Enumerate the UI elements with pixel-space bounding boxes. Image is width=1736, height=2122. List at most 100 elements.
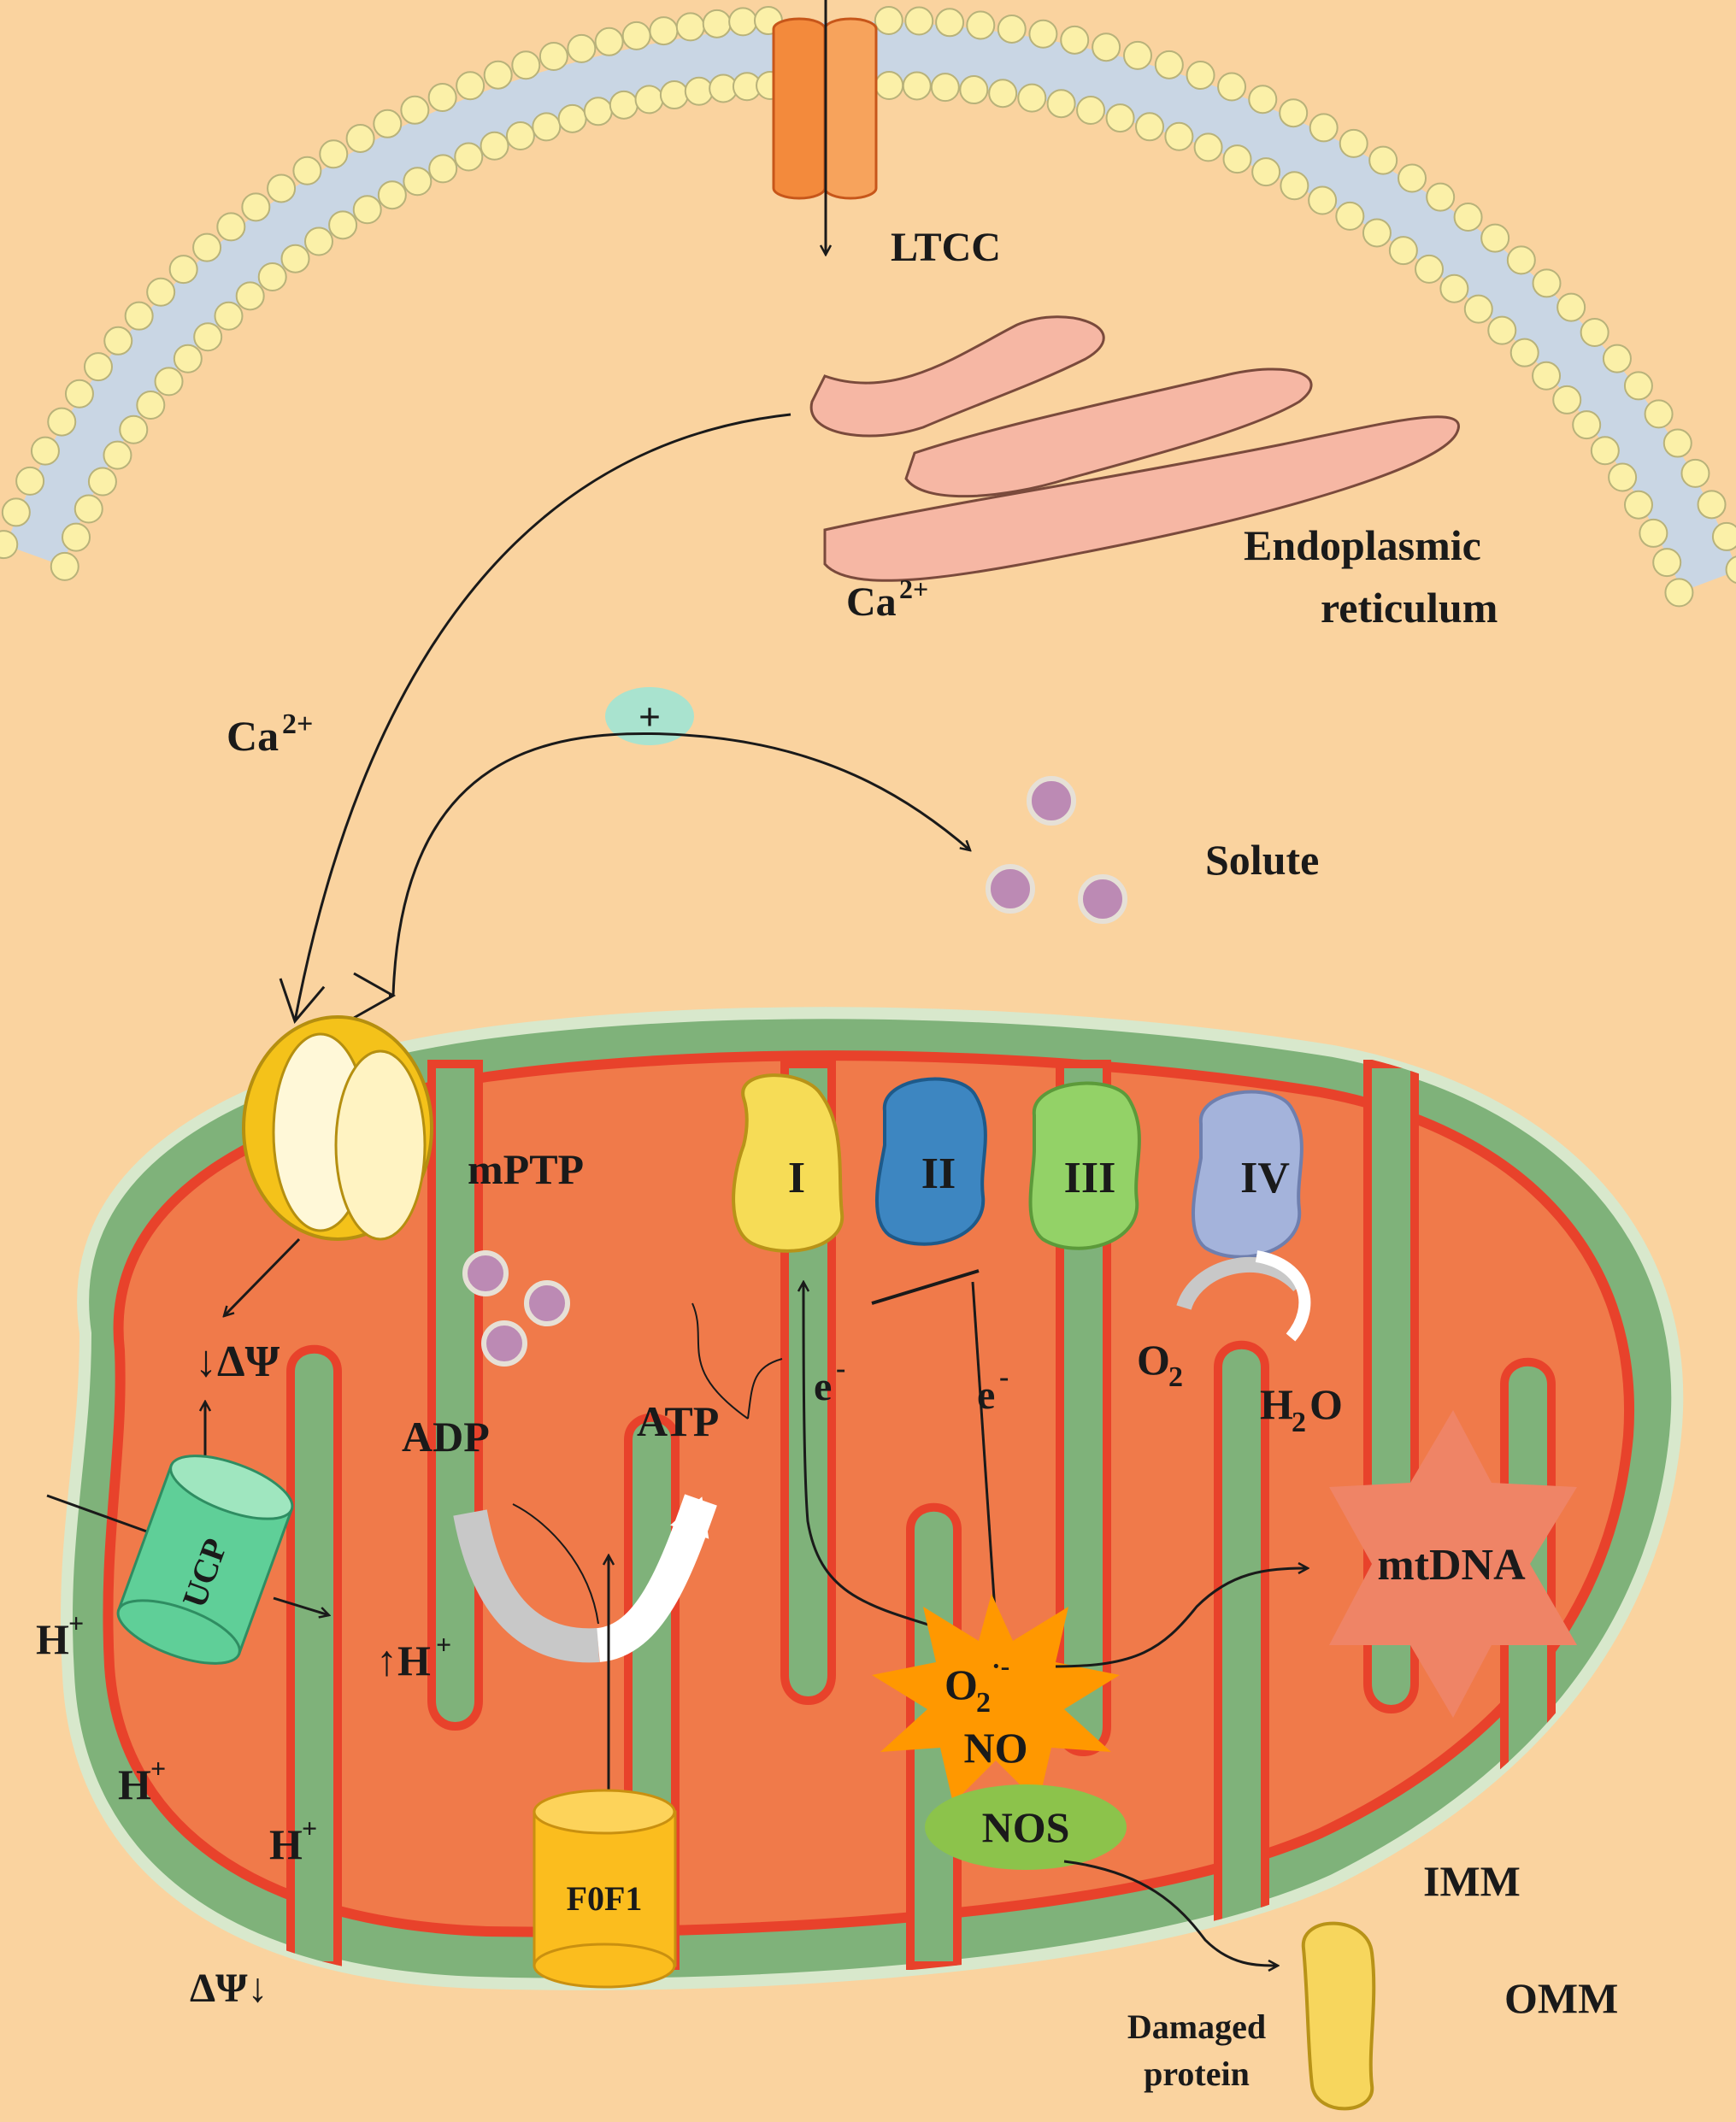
h-plus-1: H + [36, 1608, 84, 1663]
svg-text:Ca: Ca [846, 579, 897, 625]
adp-label: ADP [402, 1413, 490, 1461]
membrane-head [1415, 254, 1445, 284]
membrane-head [267, 173, 297, 203]
membrane-head [345, 123, 375, 153]
membrane-head [124, 301, 154, 331]
membrane-head [1335, 201, 1365, 231]
er-label-line1: Endoplasmic [1244, 521, 1481, 569]
ltcc-channel [772, 0, 878, 255]
membrane-head [1028, 19, 1058, 49]
membrane-head [30, 436, 60, 466]
membrane-head [1664, 578, 1694, 608]
membrane-head [456, 71, 485, 101]
complex-iii [1028, 1081, 1141, 1250]
membrane-head [997, 14, 1027, 44]
svg-text:·-: ·- [992, 1650, 1009, 1681]
membrane-head [377, 180, 407, 210]
membrane-head [1362, 218, 1392, 248]
ros-burst [872, 1594, 1120, 1803]
mptp-label: mPTP [468, 1145, 584, 1193]
atp-white-arrow [595, 1494, 717, 1662]
membrane-head [1368, 145, 1398, 175]
membrane-head [1339, 128, 1368, 158]
e-minus-2: e - [977, 1361, 1009, 1418]
complex-i-label: I [788, 1154, 805, 1202]
membrane-head [1060, 25, 1090, 55]
membrane-head [1193, 132, 1223, 162]
complex-iv [1192, 1090, 1303, 1259]
membrane-head [427, 82, 457, 112]
membrane-head [567, 33, 597, 63]
damaged-label-line2: protein [1144, 2054, 1250, 2093]
svg-text:2+: 2+ [899, 573, 928, 604]
membrane-head [1280, 171, 1309, 201]
membrane-head [557, 103, 587, 133]
svg-text:Ca: Ca [227, 712, 279, 760]
solute-particles [986, 776, 1127, 924]
membrane-head [675, 12, 705, 42]
membrane-head [1222, 144, 1252, 174]
svg-text:H: H [118, 1760, 151, 1808]
membrane-head [235, 281, 265, 311]
membrane-head [1308, 185, 1338, 215]
svg-text:e: e [814, 1364, 832, 1409]
membrane-head [64, 379, 94, 409]
membrane-head [74, 494, 103, 524]
membrane-head [1248, 85, 1278, 115]
o2-label: O 2 [1137, 1336, 1183, 1393]
svg-text:2: 2 [976, 1687, 991, 1719]
nos-to-protein-arrow [1063, 1860, 1278, 1966]
membrane-head [649, 16, 679, 46]
membrane-head [257, 262, 287, 291]
membrane-head [328, 210, 358, 240]
solute-label: Solute [1205, 836, 1319, 884]
h-plus-2: H + [118, 1753, 166, 1808]
membrane-head [1711, 521, 1736, 551]
svg-text:O: O [1309, 1380, 1343, 1428]
svg-text:+: + [68, 1608, 84, 1638]
membrane-head [1154, 50, 1184, 79]
membrane-head [1623, 490, 1653, 520]
complex-ii [875, 1077, 987, 1246]
svg-text:H: H [1260, 1380, 1293, 1428]
membrane-head [532, 112, 562, 142]
membrane-head [62, 522, 91, 552]
membrane-head [1725, 555, 1736, 585]
membrane-head [1608, 462, 1638, 492]
membrane-head [1309, 113, 1339, 143]
svg-text:↑H: ↑H [376, 1637, 431, 1684]
membrane-head [1680, 458, 1710, 488]
membrane-head [728, 7, 758, 37]
membrane-head [83, 352, 113, 382]
membrane-head [1105, 103, 1135, 133]
nos-label: NOS [982, 1803, 1070, 1851]
atp-to-complex-curve [747, 1358, 783, 1420]
h2o-label: H 2 O [1260, 1380, 1343, 1438]
svg-text:+: + [302, 1813, 317, 1843]
membrane-head [988, 79, 1018, 109]
complex-i [732, 1073, 844, 1253]
membrane-head [103, 326, 133, 356]
membrane-head [1532, 361, 1562, 391]
plus-label: + [638, 695, 661, 738]
membrane-head [1398, 163, 1427, 193]
matrix-solutes [462, 1250, 570, 1367]
membrane-head [966, 10, 996, 40]
adp-grey-arrow [453, 1509, 600, 1663]
inhibition-bar [871, 1269, 980, 1305]
membrane-head [1532, 268, 1562, 298]
svg-text:O: O [1137, 1336, 1170, 1384]
solute-mptp-arrow [391, 732, 970, 996]
membrane-head [454, 142, 484, 172]
ca-left-label: Ca 2+ [227, 708, 313, 760]
membrane-head [1439, 273, 1469, 303]
membrane-head [1123, 40, 1153, 70]
er-label-line2: reticulum [1321, 584, 1498, 632]
membrane-head [1697, 490, 1727, 520]
h-plus-up: ↑H + [376, 1629, 451, 1684]
membrane-head [505, 121, 535, 151]
membrane-head [1580, 318, 1609, 348]
membrane-head [1217, 72, 1247, 102]
membrane-head [400, 95, 430, 125]
membrane-head [87, 467, 117, 497]
